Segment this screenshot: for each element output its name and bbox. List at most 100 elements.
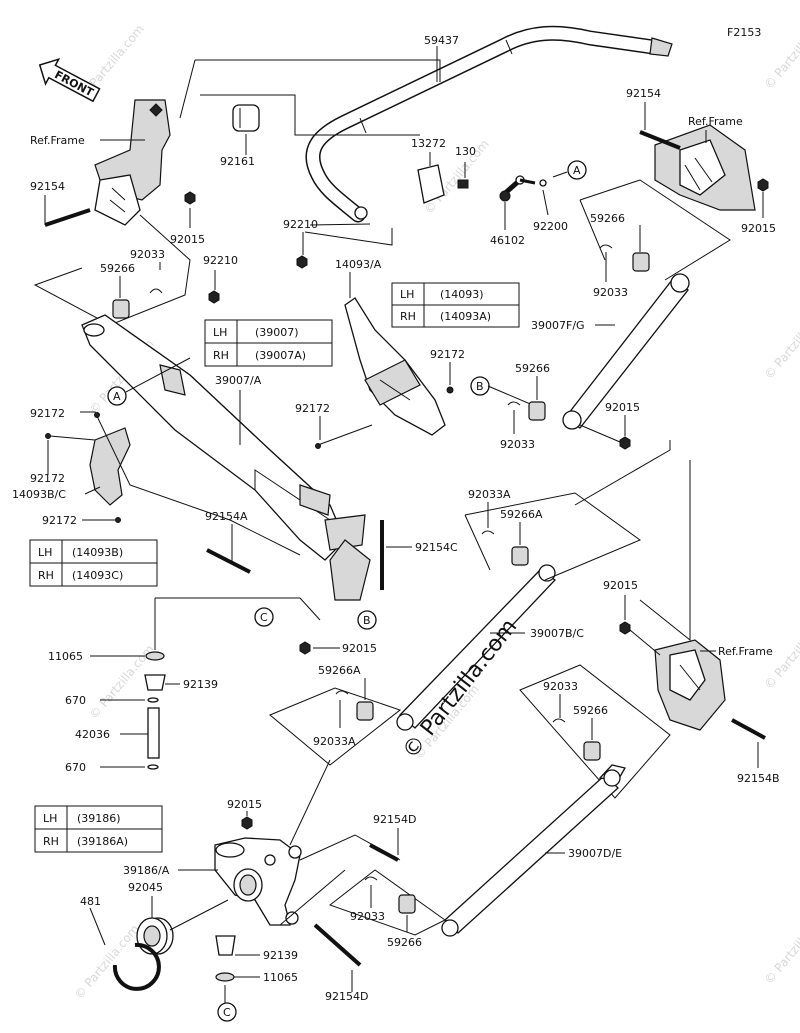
callout-a-top-label: A bbox=[573, 164, 581, 177]
part-92154-right-top: 92154 bbox=[626, 87, 661, 100]
part-481: 481 bbox=[80, 895, 101, 908]
part-59266-mid-right: 59266 bbox=[515, 362, 550, 375]
part-92033A-lower: 92033A bbox=[313, 735, 356, 748]
nut-92015-right-top bbox=[757, 178, 769, 192]
clip-92033-lower-mid bbox=[364, 876, 378, 881]
knuckle-39186 bbox=[214, 837, 302, 926]
part-11065-lower: 11065 bbox=[263, 971, 298, 984]
table-14093: LH (14093) RH (14093A) bbox=[391, 282, 520, 328]
part-59266-right-top: 59266 bbox=[590, 212, 625, 225]
clip-92033-mid bbox=[507, 401, 521, 406]
stabilizer-bar bbox=[305, 25, 673, 223]
watermark-3: © Partzilla.com bbox=[762, 302, 800, 382]
callout-c-upper-label: C bbox=[260, 611, 268, 624]
table-14093B-rh: RH bbox=[38, 569, 54, 582]
part-92172-left-a: 92172 bbox=[30, 407, 65, 420]
table-39186-lh: LH bbox=[43, 812, 57, 825]
part-92210-b: 92210 bbox=[203, 254, 238, 267]
callout-c-upper bbox=[254, 607, 274, 627]
bolt-92154-left bbox=[44, 208, 91, 227]
bushing-59266-lower-right bbox=[583, 741, 601, 761]
part-92154D-lower: 92154D bbox=[325, 990, 368, 1003]
part-130: 130 bbox=[455, 145, 476, 158]
part-92045: 92045 bbox=[128, 881, 163, 894]
arm-39007BC bbox=[396, 564, 557, 731]
part-670-lower: 670 bbox=[65, 761, 86, 774]
part-92015-right-lower: 92015 bbox=[603, 579, 638, 592]
bushing-59266-mid-right bbox=[528, 401, 546, 421]
bushing-59266-upper-left bbox=[112, 299, 130, 319]
nut-92015-mid bbox=[299, 641, 311, 655]
watermark-2: © Partzilla.com bbox=[762, 12, 800, 92]
part-11065-upper: 11065 bbox=[48, 650, 83, 663]
table-14093B-lh: LH bbox=[38, 546, 52, 559]
clip-92033-lower-right bbox=[552, 718, 566, 723]
part-39007A: 39007/A bbox=[215, 374, 262, 387]
left-frame-bracket bbox=[94, 99, 171, 226]
part-59266-upper-left: 59266 bbox=[100, 262, 135, 275]
part-42036: 42036 bbox=[75, 728, 110, 741]
bushing-92139-lower bbox=[215, 935, 236, 956]
part-92033-right-top: 92033 bbox=[593, 286, 628, 299]
stabilizer-link bbox=[499, 175, 547, 202]
part-92154B: 92154B bbox=[737, 772, 780, 785]
table-14093B-lh-part: (14093B) bbox=[72, 546, 123, 559]
part-92154A: 92154A bbox=[205, 510, 248, 523]
right-frame-bracket-lower bbox=[654, 639, 726, 731]
arm-39007FG bbox=[562, 273, 690, 430]
nut-92015-top-left bbox=[184, 191, 196, 205]
clip-92033-right-top bbox=[599, 244, 613, 249]
nut-92210-a bbox=[296, 255, 308, 269]
part-92161: 92161 bbox=[220, 155, 255, 168]
part-92172-left-c: 92172 bbox=[42, 514, 77, 527]
clip-92033A-lower bbox=[335, 690, 349, 695]
clip-92033-upper-left bbox=[149, 288, 163, 294]
bolt-92154D-lower bbox=[313, 923, 362, 967]
table-14093-rh-part: (14093A) bbox=[440, 310, 491, 323]
bolt-92154-right-top bbox=[639, 130, 681, 150]
callout-c-lower bbox=[217, 1002, 237, 1022]
part-92172-mid-top: 92172 bbox=[430, 348, 465, 361]
part-39007FG: 39007F/G bbox=[531, 319, 585, 332]
part-92033-mid: 92033 bbox=[500, 438, 535, 451]
callout-b-lower-label: B bbox=[363, 614, 371, 627]
bushing-59266-right-top bbox=[632, 252, 650, 272]
table-39007-rh: RH bbox=[213, 349, 229, 362]
part-92154-left: 92154 bbox=[30, 180, 65, 193]
right-frame-bracket-top bbox=[654, 124, 756, 211]
part-59266A-lower: 59266A bbox=[318, 664, 361, 677]
part-46102: 46102 bbox=[490, 234, 525, 247]
guard-14093B bbox=[89, 427, 131, 506]
callout-a-left bbox=[107, 386, 127, 406]
part-670-upper: 670 bbox=[65, 694, 86, 707]
upper-arm-39007 bbox=[81, 314, 371, 601]
oring-670-upper bbox=[147, 697, 159, 703]
callout-a-top bbox=[567, 160, 587, 180]
part-39007DE: 39007D/E bbox=[568, 847, 622, 860]
callout-a-left-label: A bbox=[113, 390, 121, 403]
callout-b-lower bbox=[357, 610, 377, 630]
watermark-7: © Partzilla.com bbox=[762, 907, 800, 987]
part-92210-a: 92210 bbox=[283, 218, 318, 231]
part-39007BC: 39007B/C bbox=[530, 627, 584, 640]
table-39007-lh-part: (39007) bbox=[255, 326, 299, 339]
bushing-59266A-upper bbox=[511, 546, 529, 566]
bearing-92045 bbox=[136, 917, 174, 955]
part-59437: 59437 bbox=[424, 34, 459, 47]
bushing-59266-lower-mid bbox=[398, 894, 416, 914]
clip-92033A-upper bbox=[481, 530, 495, 535]
bolt-92154B bbox=[731, 718, 766, 740]
bushing-92139-upper bbox=[144, 674, 166, 691]
partzilla-watermark: © Partzilla.com bbox=[398, 615, 522, 764]
part-59266-lower-mid: 59266 bbox=[387, 936, 422, 949]
part-92015-mid-right: 92015 bbox=[605, 401, 640, 414]
table-39007-rh-part: (39007A) bbox=[255, 349, 306, 362]
table-14093-lh-part: (14093) bbox=[440, 288, 484, 301]
nut-92015-mid-right bbox=[619, 436, 631, 450]
bushing-92161 bbox=[232, 104, 260, 132]
ref-frame-right-lower: Ref.Frame bbox=[718, 645, 773, 658]
part-92033A-upper: 92033A bbox=[468, 488, 511, 501]
part-92015-knuckle: 92015 bbox=[227, 798, 262, 811]
part-92172-mid-left: 92172 bbox=[295, 402, 330, 415]
